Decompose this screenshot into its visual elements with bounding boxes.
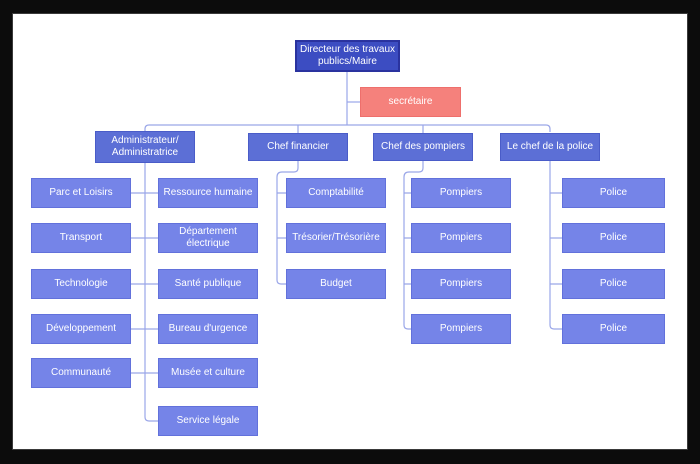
node-developpement[interactable]: Développement — [31, 314, 131, 344]
node-comptabilite[interactable]: Comptabilité — [286, 178, 386, 208]
node-pompiers-4[interactable]: Pompiers — [411, 314, 511, 344]
node-police-1[interactable]: Police — [562, 178, 665, 208]
node-police-2[interactable]: Police — [562, 223, 665, 253]
node-ressource-humaine[interactable]: Ressource humaine — [158, 178, 258, 208]
node-sante-publique[interactable]: Santé publique — [158, 269, 258, 299]
node-technologie[interactable]: Technologie — [31, 269, 131, 299]
node-communaute[interactable]: Communauté — [31, 358, 131, 388]
node-administrateur[interactable]: Administrateur/ Administratrice — [95, 131, 195, 163]
node-musee-et-culture[interactable]: Musée et culture — [158, 358, 258, 388]
node-chef-des-pompiers[interactable]: Chef des pompiers — [373, 133, 473, 161]
node-directeur-travaux-publics-maire[interactable]: Directeur des travaux publics/Maire — [295, 40, 400, 72]
node-chef-de-la-police[interactable]: Le chef de la police — [500, 133, 600, 161]
node-pompiers-2[interactable]: Pompiers — [411, 223, 511, 253]
node-police-3[interactable]: Police — [562, 269, 665, 299]
node-police-4[interactable]: Police — [562, 314, 665, 344]
node-transport[interactable]: Transport — [31, 223, 131, 253]
node-chef-financier[interactable]: Chef financier — [248, 133, 348, 161]
node-service-legale[interactable]: Service légale — [158, 406, 258, 436]
node-pompiers-3[interactable]: Pompiers — [411, 269, 511, 299]
node-parc-et-loisirs[interactable]: Parc et Loisirs — [31, 178, 131, 208]
node-bureau-durgence[interactable]: Bureau d'urgence — [158, 314, 258, 344]
node-departement-electrique[interactable]: Département électrique — [158, 223, 258, 253]
node-pompiers-1[interactable]: Pompiers — [411, 178, 511, 208]
node-budget[interactable]: Budget — [286, 269, 386, 299]
node-secretaire[interactable]: secrétaire — [360, 87, 461, 117]
node-tresorier[interactable]: Trésorier/Trésorière — [286, 223, 386, 253]
